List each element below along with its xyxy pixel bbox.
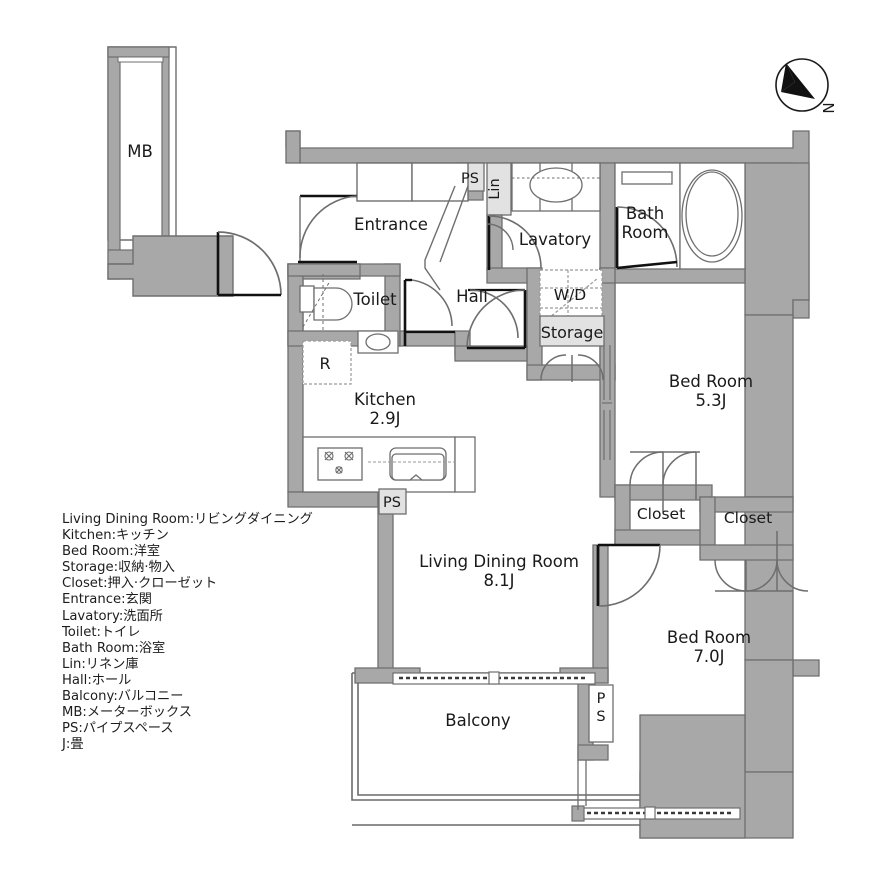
entrance-inner-door [298,194,358,264]
legend-line: Hall:ホール [62,672,132,688]
storage-box [539,315,605,347]
closet2-doors [714,531,809,592]
label-storage: Storage [541,323,604,342]
label-ps-top: PS [461,171,479,187]
label-refrigerator: R [319,354,330,373]
label-closet-2: Closet [724,509,772,527]
balcony-sliding-door-ldr [392,671,596,685]
label-bath-room-l1: Bath [626,204,664,223]
label-ldr: Living Dining Room [419,552,579,571]
label-bed-room-1-area: 5.3J [695,391,726,410]
bathroom-fixtures [614,162,746,270]
legend: Living Dining Room:リビングダイニング Kitchen:キッチ… [62,512,372,753]
room-labels: MB Entrance Toilet Hall Lavatory Bath Ro… [127,142,772,730]
ps-box-kitchen [378,488,407,515]
label-ps-kitchen: PS [383,495,401,511]
meter-box-shaft [107,46,234,297]
toilet-fixture [299,274,399,354]
legend-line: J:畳 [62,737,84,753]
balcony-sliding-door-bed2 [571,805,741,822]
legend-line: Entrance:玄関 [62,592,152,608]
label-closet-1: Closet [637,505,685,523]
bathroom-door [615,206,678,270]
label-kitchen-area: 2.9J [369,409,400,428]
kitchen-counter [302,436,476,493]
legend-line: Lin:リネン庫 [62,656,139,672]
label-toilet: Toilet [352,290,397,309]
label-balcony: Balcony [445,711,511,730]
label-bed-room-2-area: 7.0J [693,647,724,666]
label-lin: Lin [487,178,503,199]
entrance-interior [356,162,469,291]
legend-line: Kitchen:キッチン [62,528,169,544]
legend-line: Balcony:バルコニー [62,689,184,705]
legend-line: Bed Room:洋室 [62,544,161,560]
label-ps-bottom-2: S [596,709,605,725]
legend-line: Toilet:トイレ [62,624,141,640]
storage-doors [540,354,604,382]
label-entrance: Entrance [354,215,428,234]
toilet-door [403,278,455,346]
legend-line: Closet:押入·クローゼット [62,576,218,592]
hall-door [466,288,527,350]
label-ldr-area: 8.1J [483,571,514,590]
label-kitchen: Kitchen [354,390,416,409]
legend-line: Storage:収納·物入 [62,560,175,576]
bedroom1-window [602,345,612,460]
hall-lower-door [469,289,519,339]
label-ps-bottom-1: P [597,691,606,707]
legend-line: Lavatory:洗面所 [62,608,163,624]
bed2-balcony-jamb [577,760,587,810]
label-lavatory: Lavatory [519,230,592,249]
closet1-doors [629,451,700,512]
label-wd: W/D [554,286,587,304]
legend-line: Living Dining Room:リビングダイニング [62,512,313,527]
label-bed-room-1: Bed Room [669,372,753,391]
legend-line: MB:メーターボックス [62,705,192,721]
ps-box-bottom [588,684,614,743]
label-mb: MB [127,142,153,161]
label-bath-room-l2: Room [622,223,669,242]
lavatory-vanity [511,162,601,212]
compass-north-label: N [819,102,837,113]
label-bed-room-2: Bed Room [667,628,751,647]
bedroom2-door [596,543,661,607]
refrigerator [302,340,352,385]
legend-line: PS:パイプスペース [62,721,174,737]
entrance-outer-door [216,231,282,297]
lavatory-door [486,215,542,270]
compass-rose: N [775,58,837,114]
label-hall: Hall [456,287,488,306]
legend-line: Bath Room:浴室 [62,640,166,656]
